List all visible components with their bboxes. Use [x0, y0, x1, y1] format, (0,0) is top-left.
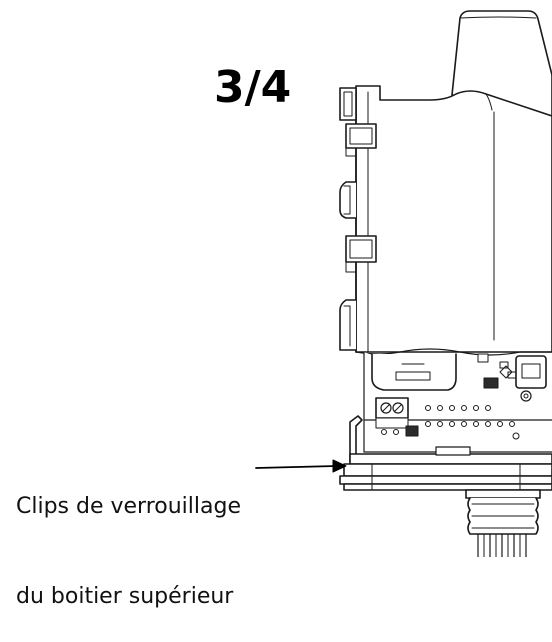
housing-bottom-edge [355, 348, 552, 356]
step-indicator: 3/4 [214, 62, 292, 113]
housing-clips [339, 87, 377, 351]
callout-arrow [255, 459, 347, 473]
cable-gland [465, 489, 541, 557]
device-illustration [255, 10, 552, 557]
callout-line-2: du boitier supérieur [16, 584, 234, 609]
callout-line-1: Clips de verrouillage [16, 494, 241, 519]
pcb-board [363, 351, 552, 453]
upper-housing [355, 85, 552, 353]
lower-housing-base [339, 446, 552, 491]
